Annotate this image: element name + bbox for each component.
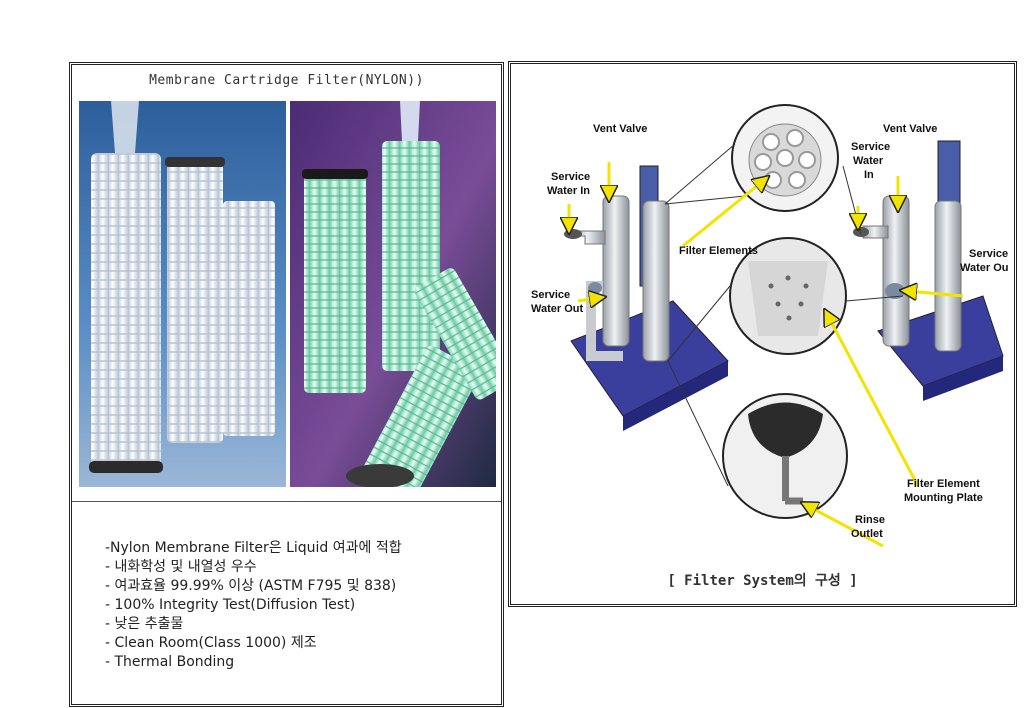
- feature-item: - 낮은 추출물: [105, 616, 184, 632]
- callout-arrows: [569, 162, 964, 548]
- label-service-water-out-left: Water Out: [531, 303, 583, 315]
- label-vent-valve-left: Vent Valve: [593, 123, 647, 135]
- feature-item: - Clean Room(Class 1000) 제조: [105, 635, 317, 651]
- label-rinse-outlet: Outlet: [851, 528, 883, 540]
- label-filter-elements: Filter Elements: [679, 245, 758, 257]
- label-vent-valve-right: Vent Valve: [883, 123, 937, 135]
- label-service-water-in-left: Water In: [547, 185, 590, 197]
- label-service-water-in-left: Service: [551, 171, 590, 183]
- label-service-water-out-left: Service: [531, 289, 570, 301]
- label-service-water-in-right: Service: [851, 141, 890, 153]
- feature-item: - 여과효율 99.99% 이상 (ASTM F795 및 838): [105, 578, 397, 594]
- zoom-connectors: [664, 143, 904, 487]
- figure-caption: [ Filter System의 구성 ]: [667, 573, 858, 589]
- zoom-mounting-plate: [729, 237, 847, 355]
- white-cartridge-photo: [79, 101, 286, 487]
- panel-title: Membrane Cartridge Filter(NYLON)): [149, 73, 424, 88]
- label-service-water-in-right: Water: [853, 155, 884, 167]
- feature-list: -Nylon Membrane Filter은 Liquid 여과에 적합 - …: [105, 539, 402, 672]
- filter-system-diagram: Vent Valve Service Water In Filter Eleme…: [531, 104, 1008, 548]
- zoom-rinse-outlet: [722, 393, 848, 519]
- label-rinse-outlet: Rinse: [855, 514, 885, 526]
- right-filter-housing: [853, 140, 1004, 401]
- feature-item: - 내화학성 및 내열성 우수: [105, 559, 257, 575]
- feature-item: -Nylon Membrane Filter은 Liquid 여과에 적합: [105, 540, 402, 556]
- label-service-water-out-right: Water Out: [960, 262, 1008, 274]
- feature-item: - 100% Integrity Test(Diffusion Test): [105, 597, 356, 613]
- feature-item: - Thermal Bonding: [105, 654, 235, 670]
- green-cartridge-photo: [290, 101, 496, 487]
- label-mounting-plate: Mounting Plate: [904, 492, 983, 504]
- label-service-water-in-right: In: [864, 169, 874, 181]
- label-mounting-plate: Filter Element: [907, 478, 980, 490]
- filter-system-panel: Vent Valve Service Water In Filter Eleme…: [508, 61, 1017, 607]
- label-service-water-out-right: Service: [969, 248, 1008, 260]
- cartridge-filter-panel: Membrane Cartridge Filter(NYLON)): [69, 62, 504, 707]
- section-divider: [72, 501, 501, 502]
